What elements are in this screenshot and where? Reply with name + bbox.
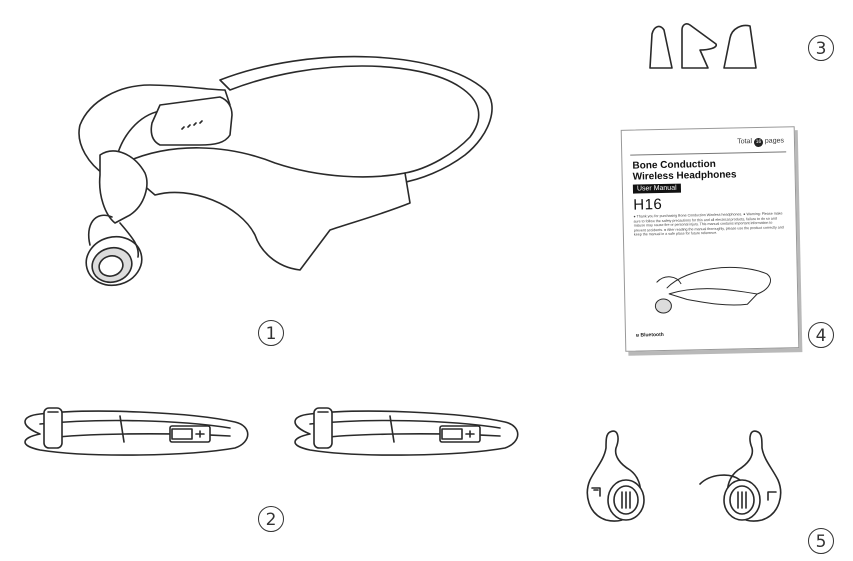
total-label: Total bbox=[737, 138, 753, 146]
item-number-2: 2 bbox=[258, 506, 284, 532]
usb-cable-illustration-2 bbox=[294, 407, 519, 456]
manual-divider bbox=[630, 151, 787, 156]
item-number-1: 1 bbox=[258, 320, 284, 346]
bluetooth-logo: ʙ Bluetooth bbox=[635, 331, 664, 339]
ear-plugs-illustration bbox=[649, 23, 757, 69]
item-number-4: 4 bbox=[808, 322, 834, 348]
item-number-3: 3 bbox=[808, 35, 834, 61]
manual-title: Bone Conduction Wireless Headphones bbox=[632, 158, 737, 183]
page-count-badge: 16 bbox=[753, 137, 764, 148]
manual-headphones-icon bbox=[654, 266, 771, 314]
manual-total-pages: Total 16 pages bbox=[737, 137, 785, 148]
bluetooth-label: Bluetooth bbox=[640, 331, 664, 339]
manual-body-text: ● Thank you for purchasing Bone Conducti… bbox=[633, 211, 784, 237]
ear-tips-illustration bbox=[586, 430, 782, 522]
manual-subtitle: User Manual bbox=[632, 183, 681, 194]
user-manual-booklet: Total 16 pages Bone Conduction Wireless … bbox=[620, 126, 800, 352]
manual-model: H16 bbox=[633, 195, 663, 214]
usb-cable-illustration-1 bbox=[24, 407, 249, 456]
headphones-illustration bbox=[78, 55, 493, 287]
pages-label: pages bbox=[764, 137, 785, 145]
item-number-5: 5 bbox=[808, 528, 834, 554]
manual-title-line2: Wireless Headphones bbox=[632, 169, 737, 183]
